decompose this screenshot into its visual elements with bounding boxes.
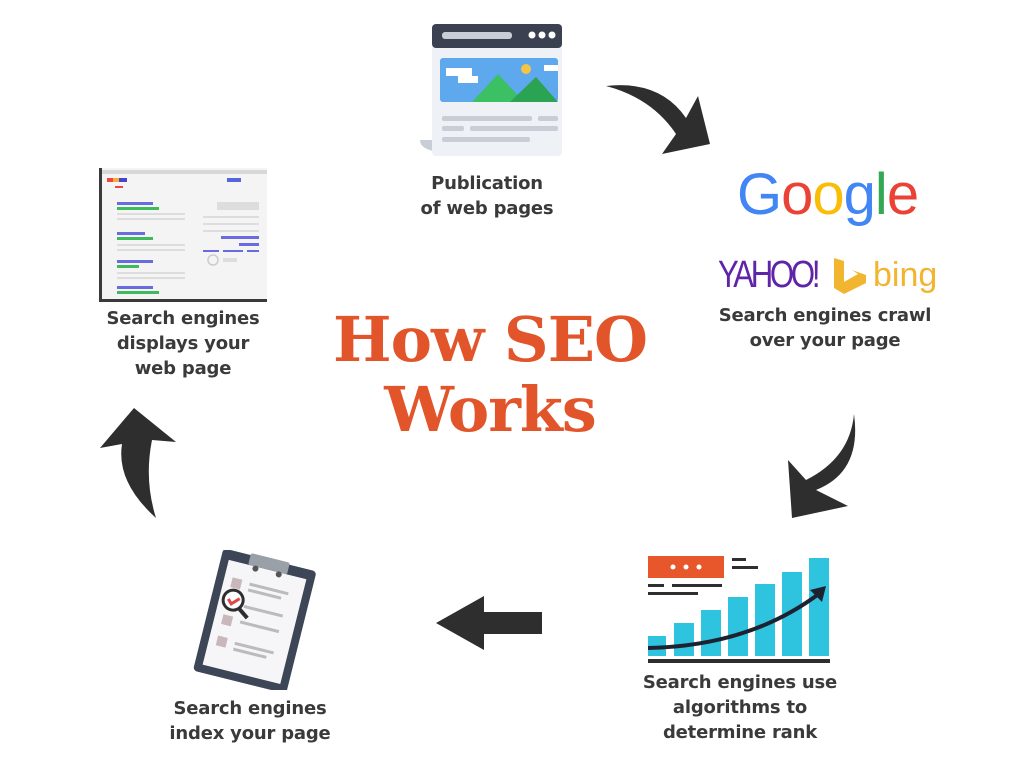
diagram-title: How SEO Works	[300, 305, 680, 445]
rising-bar-chart-icon	[647, 556, 830, 663]
label-line: Search engines use	[642, 672, 838, 693]
label-line: index your page	[169, 723, 331, 744]
search-results-page-icon	[99, 168, 267, 302]
step-display-label: Search engines displays your web page	[83, 306, 283, 381]
google-logo: Google	[737, 160, 919, 230]
curved-arrow-up-icon	[100, 408, 176, 518]
google-letter: e	[886, 162, 919, 227]
label-line: Publication	[431, 173, 543, 194]
google-letter: o	[812, 162, 844, 227]
label-line: displays your	[116, 333, 250, 354]
curved-arrow-right-down-icon	[606, 85, 710, 154]
bing-logo: bing	[873, 256, 938, 294]
curved-arrow-down-left-icon	[788, 414, 856, 518]
label-line: Search engines	[173, 698, 327, 719]
web-page-icon	[420, 24, 562, 156]
label-line: of web pages	[420, 198, 554, 219]
label-line: Search engines crawl	[718, 305, 932, 326]
step-index-label: Search engines index your page	[150, 696, 350, 746]
label-line: Search engines	[106, 308, 260, 329]
label-line: web page	[134, 358, 232, 379]
clipboard-magnifier-icon	[193, 550, 316, 690]
label-line: determine rank	[662, 722, 817, 743]
google-letter: g	[843, 162, 876, 227]
google-letter: G	[737, 162, 782, 227]
label-line: over your page	[749, 330, 901, 351]
step-publish-label: Publication of web pages	[387, 171, 587, 221]
title-line-2: Works	[384, 373, 596, 446]
google-letter: o	[781, 162, 813, 227]
bing-icon	[834, 258, 866, 294]
step-crawl-label: Search engines crawl over your page	[700, 303, 950, 353]
step-rank-label: Search engines use algorithms to determi…	[620, 670, 860, 745]
google-letter: l	[874, 162, 888, 227]
title-line-1: How SEO	[333, 303, 648, 376]
yahoo-logo: YAHOO!	[718, 254, 820, 296]
label-line: algorithms to	[672, 697, 808, 718]
arrow-left-icon	[436, 596, 542, 650]
